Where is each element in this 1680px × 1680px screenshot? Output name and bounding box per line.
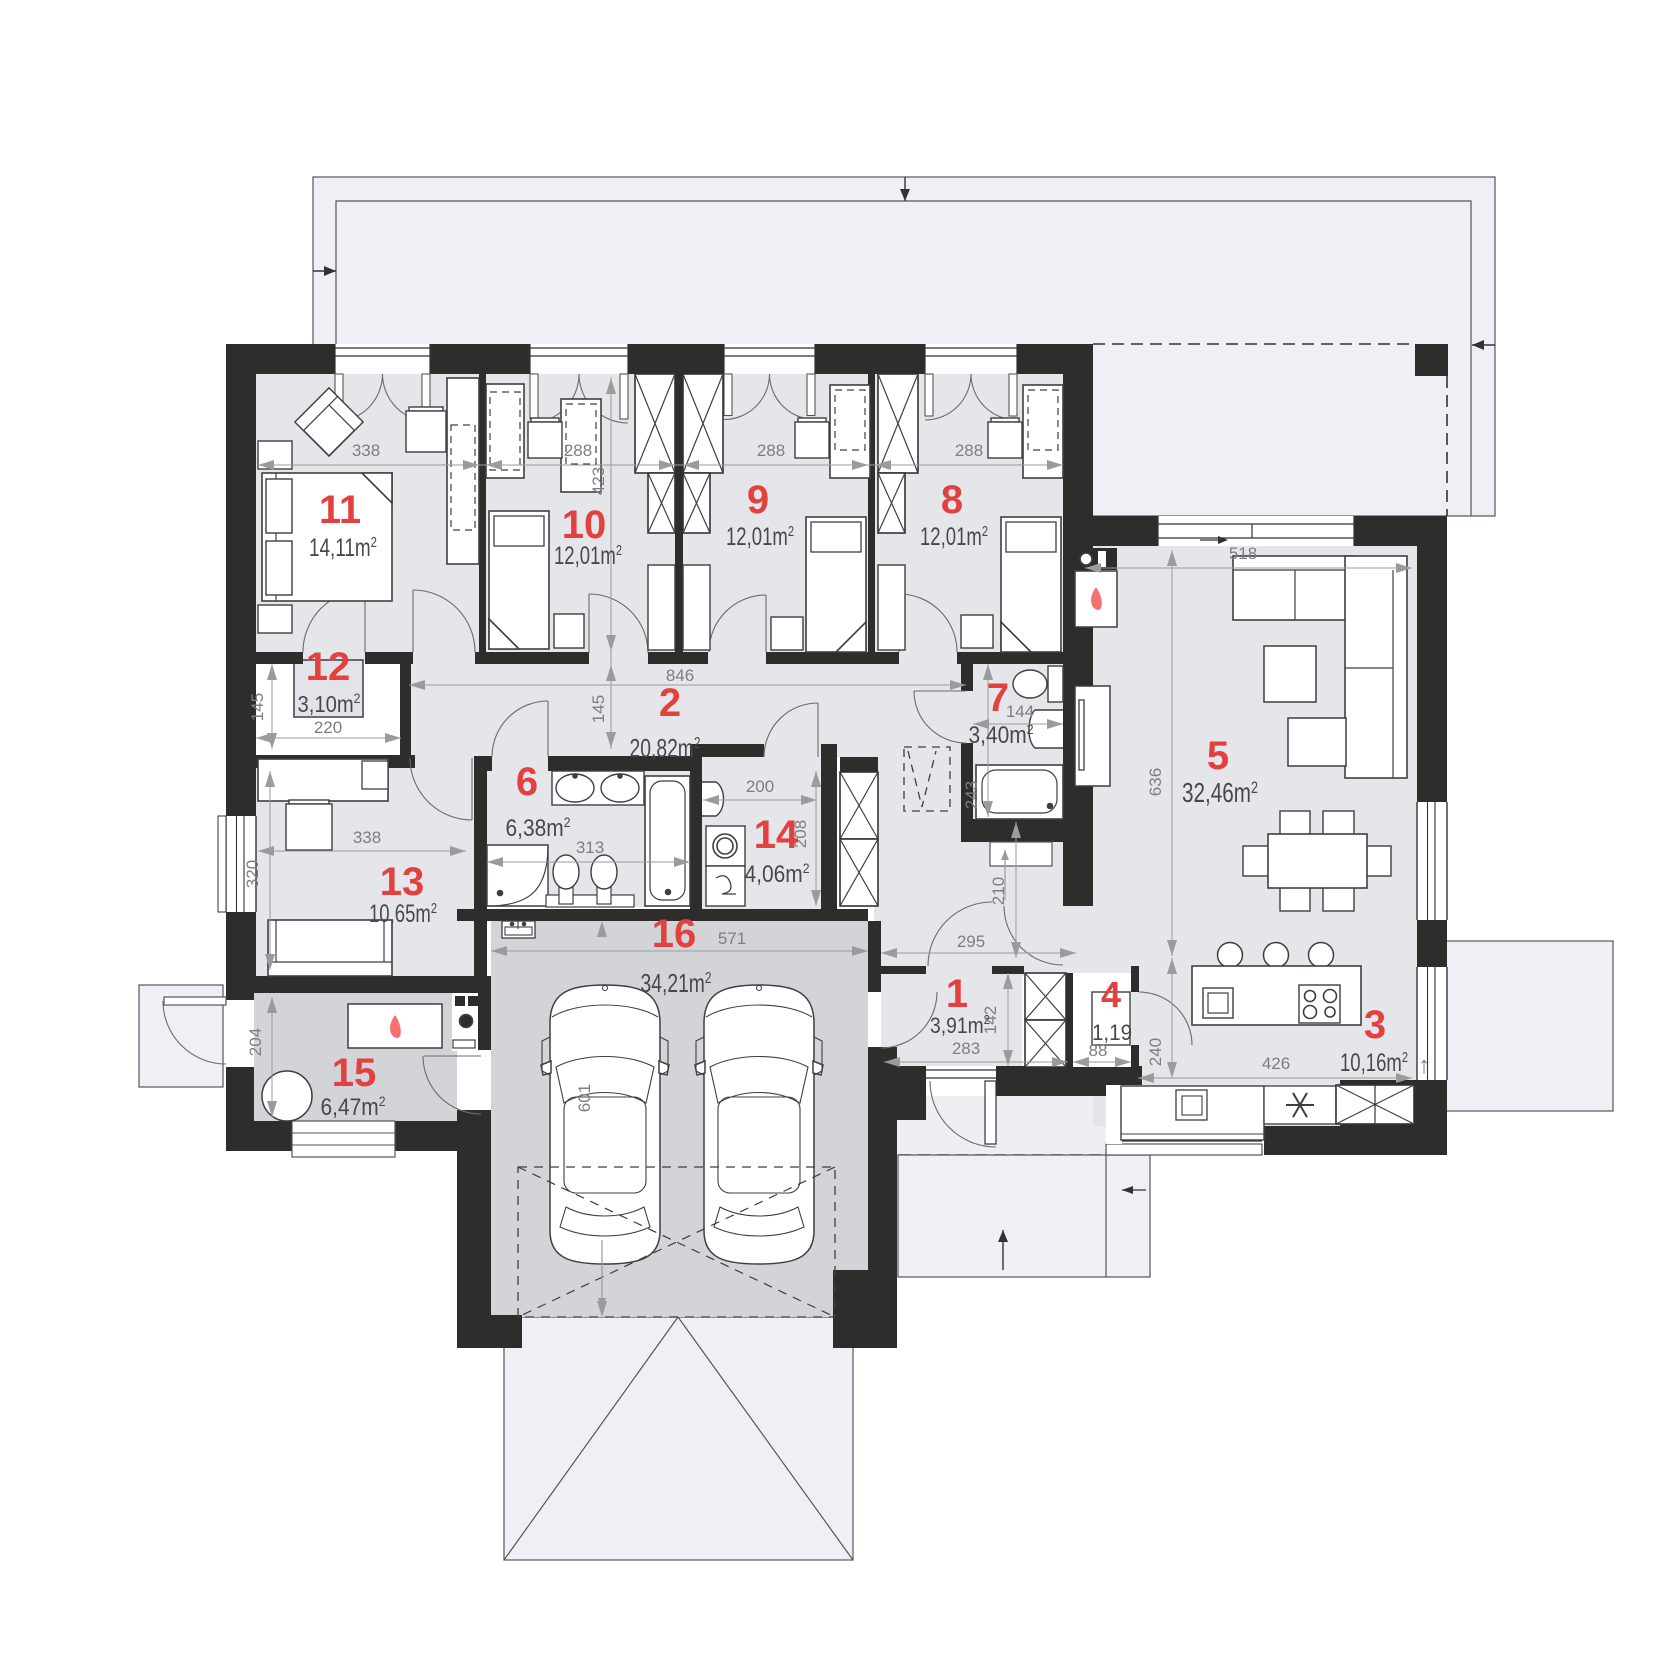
svg-text:9: 9 [747, 478, 769, 522]
svg-text:6,47m2: 6,47m2 [321, 1093, 386, 1121]
svg-text:320: 320 [243, 860, 262, 888]
svg-text:6,38m2: 6,38m2 [506, 814, 571, 842]
svg-text:636: 636 [1146, 768, 1165, 796]
svg-text:32,46m2: 32,46m2 [1182, 777, 1258, 808]
svg-text:7: 7 [987, 676, 1009, 720]
svg-text:10,16m2: 10,16m2 [1340, 1049, 1408, 1077]
svg-text:13: 13 [380, 860, 425, 904]
svg-text:283: 283 [952, 1039, 980, 1058]
svg-text:243: 243 [962, 781, 981, 809]
svg-text:200: 200 [746, 777, 774, 796]
svg-text:12,01m2: 12,01m2 [920, 523, 988, 551]
svg-text:10: 10 [562, 503, 607, 547]
svg-text:20,82m2: 20,82m2 [630, 733, 701, 763]
svg-text:5: 5 [1207, 734, 1229, 778]
svg-text:288: 288 [955, 441, 983, 460]
svg-text:204: 204 [246, 1028, 265, 1056]
svg-text:12,01m2: 12,01m2 [554, 542, 622, 570]
svg-text:142: 142 [981, 1006, 1000, 1034]
svg-text:1: 1 [946, 972, 968, 1016]
svg-text:3: 3 [1364, 1003, 1386, 1047]
svg-text:15: 15 [332, 1051, 377, 1095]
svg-text:288: 288 [564, 441, 592, 460]
svg-text:3,10m2: 3,10m2 [298, 690, 361, 717]
svg-text:210: 210 [989, 877, 1008, 905]
svg-text:426: 426 [1262, 1054, 1290, 1073]
svg-text:11: 11 [319, 488, 361, 532]
svg-text:208: 208 [791, 820, 810, 848]
svg-text:4: 4 [1101, 974, 1121, 1015]
svg-text:288: 288 [757, 441, 785, 460]
svg-text:338: 338 [353, 828, 381, 847]
svg-text:3,91m2: 3,91m2 [930, 1012, 990, 1038]
svg-text:6: 6 [516, 760, 538, 804]
svg-text:4,06m2: 4,06m2 [745, 860, 810, 888]
svg-text:240: 240 [1146, 1038, 1165, 1066]
svg-text:12,01m2: 12,01m2 [726, 523, 794, 551]
svg-text:3,40m2: 3,40m2 [969, 721, 1034, 749]
svg-text:88: 88 [1089, 1041, 1108, 1060]
svg-text:295: 295 [957, 932, 985, 951]
svg-text:14: 14 [754, 813, 799, 857]
svg-text:34,21m2: 34,21m2 [641, 968, 712, 998]
svg-text:1,19: 1,19 [1092, 1020, 1132, 1045]
svg-text:10,65m2: 10,65m2 [369, 900, 437, 928]
svg-text:601: 601 [575, 1084, 594, 1112]
svg-text:↑: ↑ [1418, 1052, 1430, 1079]
svg-text:12: 12 [306, 645, 351, 689]
svg-text:8: 8 [941, 478, 963, 522]
svg-text:14,11m2: 14,11m2 [309, 534, 377, 562]
svg-text:144: 144 [1006, 702, 1034, 721]
svg-text:846: 846 [666, 666, 694, 685]
svg-text:338: 338 [352, 441, 380, 460]
svg-text:145: 145 [248, 693, 267, 721]
svg-text:220: 220 [314, 718, 342, 737]
svg-text:313: 313 [576, 838, 604, 857]
svg-text:423: 423 [589, 467, 608, 495]
svg-text:2: 2 [659, 681, 681, 725]
svg-text:16: 16 [652, 912, 697, 956]
svg-text:518: 518 [1229, 544, 1257, 563]
svg-text:571: 571 [718, 929, 746, 948]
svg-text:145: 145 [589, 695, 608, 723]
